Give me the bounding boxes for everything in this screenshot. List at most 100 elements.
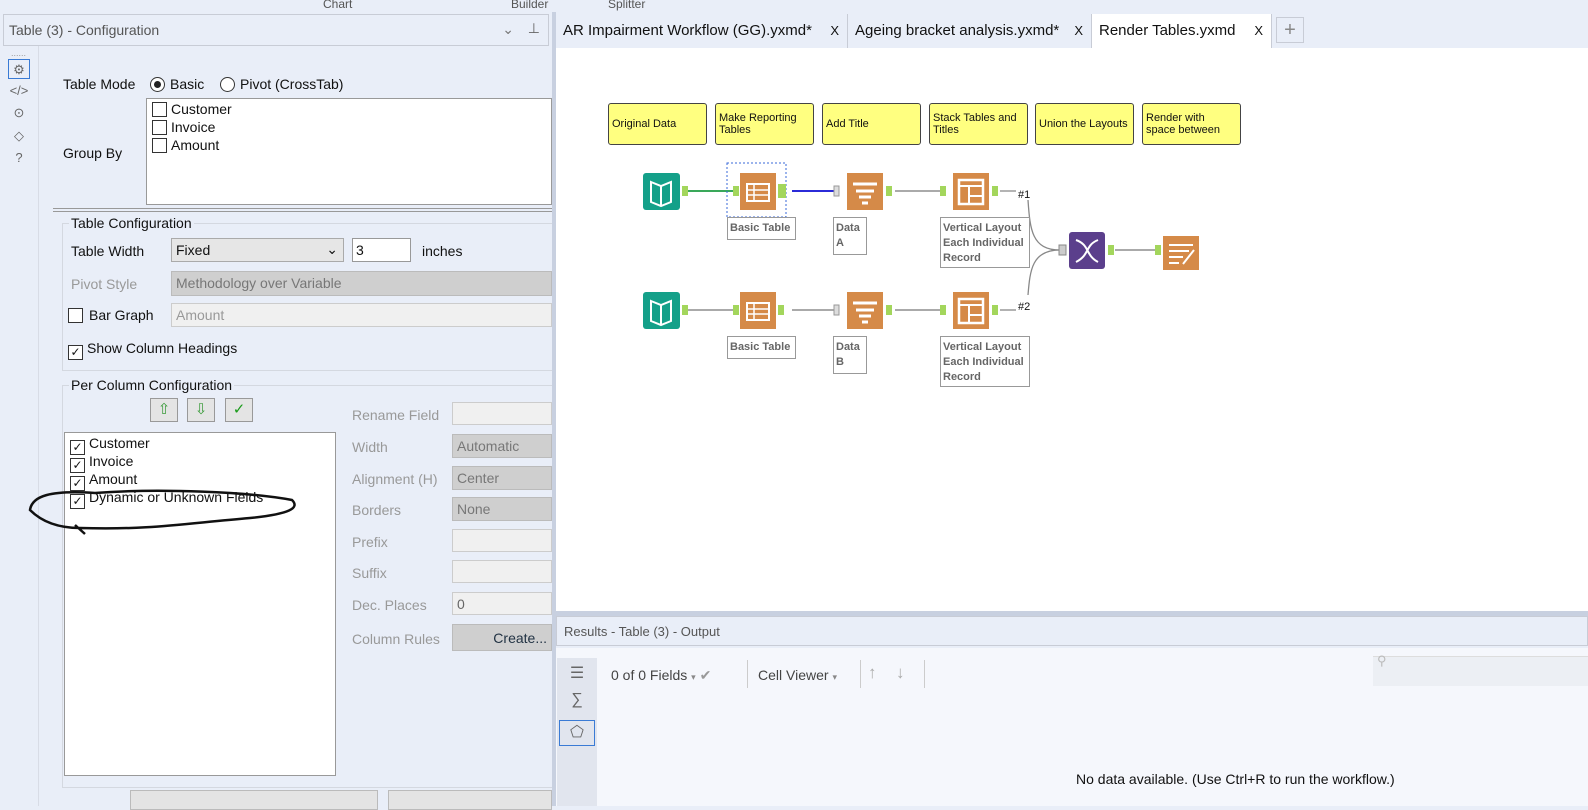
width-label: Width	[352, 439, 388, 455]
column-rules-label: Column Rules	[352, 631, 440, 647]
search-icon: ⚲	[1377, 653, 1387, 668]
connection-label-2: #2	[1018, 301, 1031, 313]
wire	[1000, 190, 1061, 296]
ribbon-label-chart[interactable]: Chart	[323, 0, 353, 11]
comment-box[interactable]: Stack Tables and Titles	[929, 103, 1028, 145]
show-headings-checkbox[interactable]: ✓Show Column Headings	[68, 340, 237, 360]
group-by-item[interactable]: Invoice	[149, 119, 549, 137]
tab-ageing-bracket[interactable]: Ageing bracket analysis.yxmd*X	[848, 14, 1092, 48]
rename-label: Rename Field	[352, 407, 440, 423]
tag-icon[interactable]: ◇	[14, 128, 24, 143]
pivot-style-select[interactable]: Methodology over Variable	[171, 271, 552, 296]
radio-basic[interactable]: Basic	[150, 76, 204, 92]
borders-select[interactable]: None	[452, 497, 552, 521]
comment-box[interactable]: Union the Layouts	[1035, 103, 1134, 145]
anchor	[940, 305, 946, 315]
column-item[interactable]: ✓Customer	[67, 435, 333, 455]
anchor	[1155, 245, 1161, 255]
width-select[interactable]: Automatic	[452, 434, 552, 458]
close-icon[interactable]: X	[1074, 23, 1083, 38]
width-input[interactable]: 3	[352, 238, 411, 262]
comment-box[interactable]: Render with space between	[1142, 103, 1241, 145]
anchor	[733, 186, 739, 196]
bar-graph-checkbox[interactable]: Bar Graph	[68, 307, 154, 323]
metadata-icon[interactable]: ∑	[571, 691, 583, 708]
borders-label: Borders	[352, 502, 402, 518]
anchor	[886, 186, 892, 196]
vertical-splitter[interactable]	[552, 12, 556, 806]
pin-icon[interactable]: ⊥	[527, 20, 540, 36]
width-unit: inches	[422, 243, 463, 259]
config-side-toolbar: ...... ⚙ </> ⊙ ◇ ?	[3, 46, 39, 806]
tool-label: Data B	[833, 336, 867, 374]
code-icon[interactable]: </>	[9, 83, 29, 98]
tool-label: Vertical Layout Each Individual Record	[940, 336, 1030, 387]
tool-label: Vertical Layout Each Individual Record	[940, 217, 1030, 268]
chevron-down-icon[interactable]: ⌄	[502, 21, 514, 37]
splitter[interactable]	[53, 208, 552, 212]
radio-pivot[interactable]: Pivot (CrossTab)	[220, 76, 343, 92]
group-by-item[interactable]: Customer	[149, 101, 549, 119]
target-icon[interactable]: ⊙	[13, 105, 25, 120]
rename-input[interactable]	[452, 402, 552, 425]
bar-graph-field[interactable]: Amount	[171, 303, 552, 327]
group-by-item[interactable]: Amount	[149, 137, 549, 155]
alignment-select[interactable]: Center	[452, 466, 552, 490]
arrow-up-icon[interactable]: ↑	[868, 663, 877, 682]
hand-drawn-circle-annotation	[28, 489, 296, 535]
radio-basic-label: Basic	[170, 76, 205, 92]
column-item[interactable]: ✓Amount	[67, 471, 333, 491]
ok-button[interactable]	[130, 790, 378, 810]
close-icon[interactable]: X	[830, 23, 839, 38]
results-side-toolbar: ☰ ∑ ⬠	[557, 658, 597, 806]
tab-ar-impairment[interactable]: AR Impairment Workflow (GG).yxmd*X	[556, 14, 848, 48]
cell-viewer-dropdown[interactable]: Cell Viewer ▾	[758, 667, 837, 683]
basic-table-tool	[740, 292, 776, 329]
table-width-select[interactable]: Fixed⌄	[171, 238, 344, 262]
move-down-button[interactable]: ⇩	[187, 398, 215, 422]
add-tab-button[interactable]: +	[1276, 17, 1304, 43]
horizontal-splitter[interactable]	[556, 611, 1588, 616]
search-input[interactable]: ⚲	[1373, 653, 1588, 686]
fields-dropdown[interactable]: 0 of 0 Fields ▾ ✔	[611, 667, 712, 683]
anchor	[778, 305, 784, 315]
no-data-message: No data available. (Use Ctrl+R to run th…	[1076, 771, 1395, 787]
gear-icon[interactable]: ⚙	[8, 59, 30, 79]
column-item[interactable]: ✓Invoice	[67, 453, 333, 473]
close-icon[interactable]: X	[1254, 23, 1263, 38]
anchor	[992, 305, 998, 315]
table-config-legend: Table Configuration	[69, 215, 194, 231]
column-list[interactable]: ✓Customer ✓Invoice ✓Amount ✓Dynamic or U…	[64, 432, 336, 776]
prefix-input[interactable]	[452, 529, 552, 552]
per-column-legend: Per Column Configuration	[69, 377, 235, 393]
table-view-icon[interactable]: ☰	[569, 665, 585, 682]
chevron-down-icon: ⌄	[326, 241, 338, 257]
anchor	[733, 305, 739, 315]
comment-box[interactable]: Add Title	[822, 103, 921, 145]
cancel-button[interactable]	[388, 790, 552, 810]
anchor	[682, 186, 688, 196]
results-header: Results - Table (3) - Output	[556, 616, 1588, 646]
tool-label: Basic Table	[727, 336, 796, 359]
create-rules-button[interactable]: Create...	[452, 624, 552, 651]
table-mode-label: Table Mode	[63, 76, 136, 92]
output-icon[interactable]: ⬠	[559, 720, 595, 746]
check-all-button[interactable]: ✓	[225, 398, 253, 422]
comment-box[interactable]: Make Reporting Tables	[715, 103, 814, 145]
connection-label-1: #1	[1018, 189, 1031, 201]
suffix-input[interactable]	[452, 560, 552, 583]
anchor	[992, 186, 998, 196]
ribbon-label-builder[interactable]: Builder	[511, 0, 549, 11]
prefix-label: Prefix	[352, 534, 388, 550]
table-width-label: Table Width	[71, 243, 145, 259]
move-up-button[interactable]: ⇧	[150, 398, 178, 422]
anchor	[940, 186, 946, 196]
dec-places-label: Dec. Places	[352, 597, 427, 613]
ribbon-label-splitter[interactable]: Splitter	[608, 0, 646, 11]
help-icon[interactable]: ?	[15, 150, 23, 165]
comment-box[interactable]: Original Data	[608, 103, 707, 145]
group-by-list[interactable]: Customer Invoice Amount	[146, 98, 552, 205]
arrow-down-icon[interactable]: ↓	[896, 663, 905, 682]
dec-places-input[interactable]: 0	[452, 592, 552, 615]
